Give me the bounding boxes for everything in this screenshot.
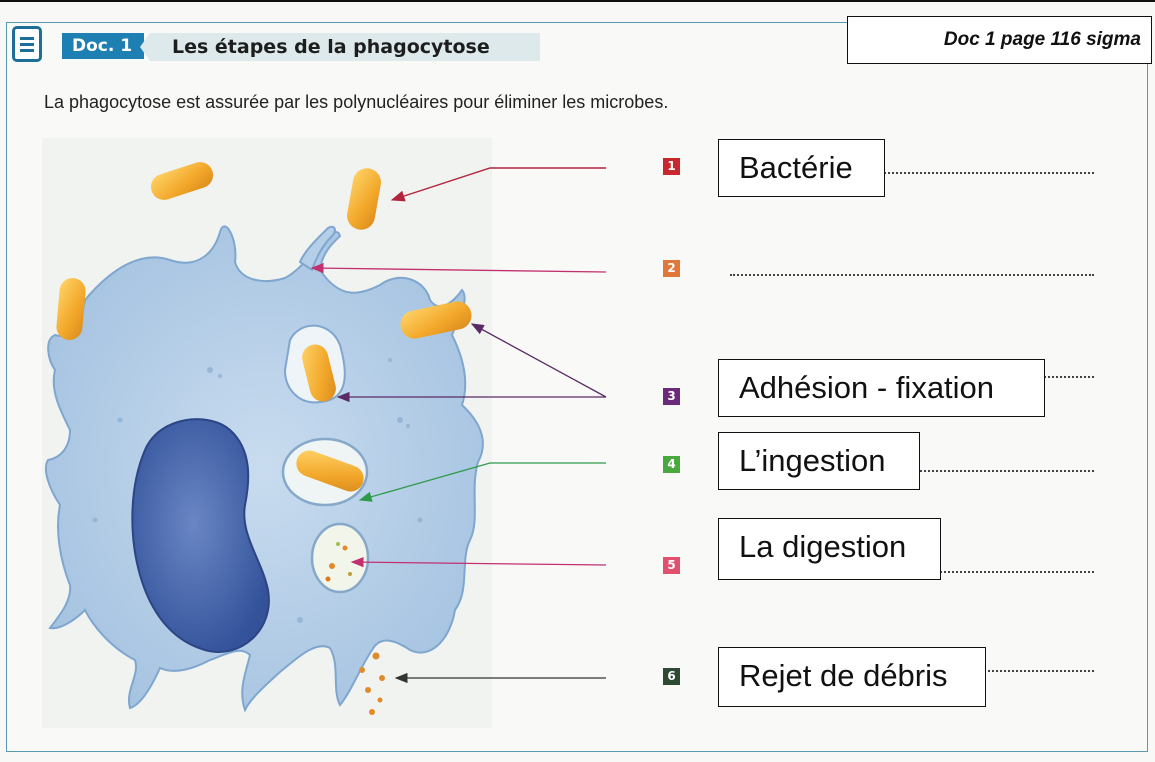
step-number-5: 5 [663,557,680,574]
step-number-4: 4 [663,456,680,473]
answer-line-1 [880,172,1094,174]
answer-line-4 [920,470,1094,472]
answer-line-3 [1044,376,1094,378]
answer-line-5 [940,571,1094,573]
leader-line-3a [472,324,606,397]
phagolysosome [312,524,368,592]
label-adhesion-fixation: Adhésion - fixation [718,359,1045,417]
label-bacterie: Bactérie [718,139,885,197]
answer-line-2 [730,274,1094,276]
label-rejet-debris: Rejet de débris [718,647,986,707]
label-digestion: La digestion [718,518,941,580]
answer-line-6 [984,670,1094,672]
step-number-2: 2 [663,260,680,277]
phagocyte-cell [46,226,483,710]
step-number-6: 6 [663,668,680,685]
label-ingestion: L’ingestion [718,432,920,490]
step-number-3: 3 [663,388,680,405]
step-number-1: 1 [663,158,680,175]
